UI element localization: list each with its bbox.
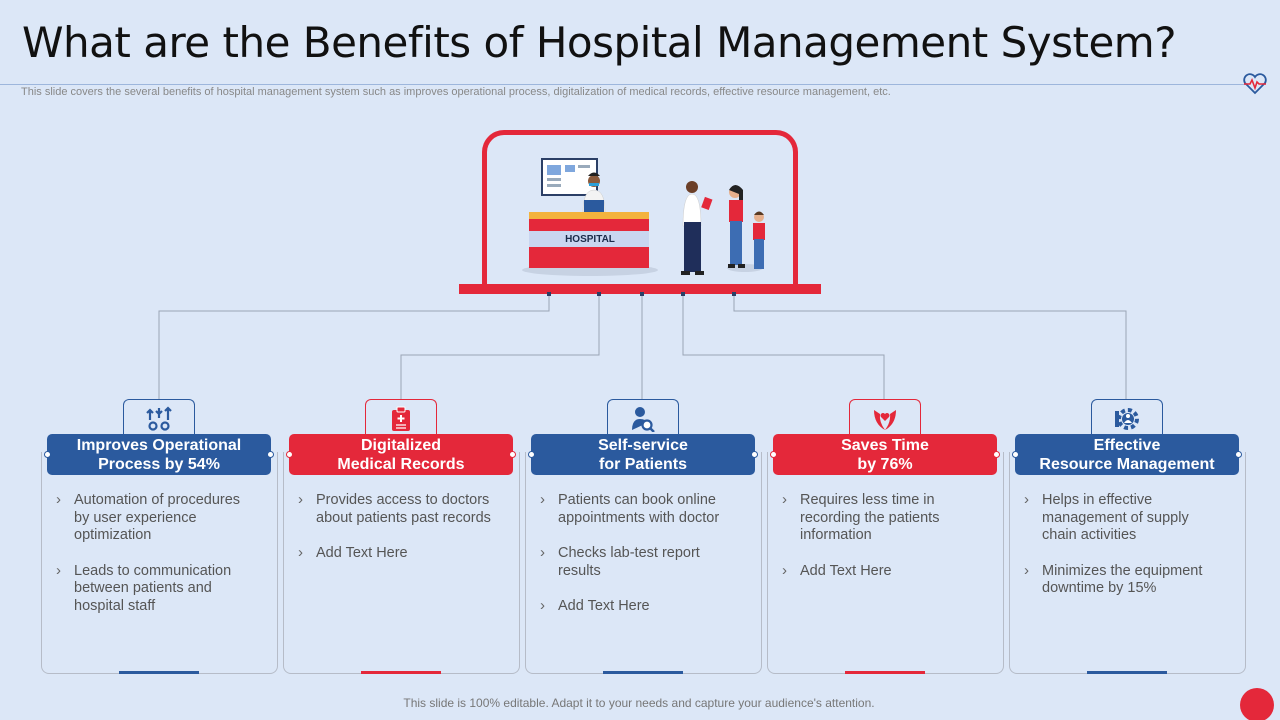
time-icon-box xyxy=(849,399,921,437)
page-title: What are the Benefits of Hospital Manage… xyxy=(22,18,1177,67)
header-line-2: Process by 54% xyxy=(98,455,220,473)
benefit-card-operational xyxy=(41,452,278,674)
person-gear-icon xyxy=(1115,407,1139,430)
connector-dot xyxy=(286,451,293,458)
list-item: Add Text Here xyxy=(781,562,981,581)
list-item: Patients can book online appointments wi… xyxy=(539,491,739,527)
header-line-1: Digitalized xyxy=(360,436,441,454)
header-line-2: for Patients xyxy=(598,455,687,473)
connector-dot xyxy=(44,451,51,458)
operational-icon-box xyxy=(123,399,195,437)
list-item: Minimizes the equipment downtime by 15% xyxy=(1023,562,1223,598)
header-line-1: Improves Operational xyxy=(76,436,242,454)
doctor-search-icon xyxy=(632,406,655,432)
benefit-header-resource: Effective Resource Management xyxy=(1015,434,1239,475)
list-item: Automation of procedures by user experie… xyxy=(55,491,255,545)
header-line-1: Saves Time xyxy=(841,436,929,454)
connector-dot xyxy=(509,451,516,458)
corner-decoration xyxy=(1240,688,1274,720)
connector-dot xyxy=(1235,451,1242,458)
connector-dot xyxy=(267,451,274,458)
benefit-header-time: Saves Time by 76% xyxy=(773,434,997,475)
monitor-base xyxy=(459,284,821,294)
header-line-2: Medical Records xyxy=(337,455,465,473)
medical-clipboard-icon xyxy=(392,406,410,431)
connector-dot xyxy=(751,451,758,458)
benefit-header-operational: Improves Operational Process by 54% xyxy=(47,434,271,475)
benefit-card-self-service xyxy=(525,452,762,674)
list-item: Add Text Here xyxy=(539,597,739,616)
resource-icon-box xyxy=(1091,399,1163,437)
list-item: Helps in effective management of supply … xyxy=(1023,491,1223,545)
hands-heart-icon xyxy=(874,409,896,430)
list-item: Requires less time in recording the pati… xyxy=(781,491,981,545)
benefit-bullets-operational: Automation of procedures by user experie… xyxy=(55,491,255,633)
card-accent-bar xyxy=(603,671,683,674)
header-line-2: Resource Management xyxy=(1039,455,1215,473)
connector-dot xyxy=(993,451,1000,458)
card-accent-bar xyxy=(119,671,199,674)
benefit-header-records: Digitalized Medical Records xyxy=(289,434,513,475)
benefit-bullets-records: Provides access to doctors about patient… xyxy=(297,491,497,581)
heartbeat-icon xyxy=(1243,73,1267,95)
card-accent-bar xyxy=(1087,671,1167,674)
header-line-1: Self-service xyxy=(598,436,688,454)
card-accent-bar xyxy=(845,671,925,674)
slide-subtitle: This slide covers the several benefits o… xyxy=(21,86,891,98)
list-item: Provides access to doctors about patient… xyxy=(297,491,497,527)
list-item: Leads to communication between patients … xyxy=(55,562,255,616)
benefit-bullets-time: Requires less time in recording the pati… xyxy=(781,491,981,598)
arrows-gears-icon xyxy=(146,405,172,431)
card-accent-bar xyxy=(361,671,441,674)
benefit-card-time xyxy=(767,452,1004,674)
connector-dot xyxy=(1012,451,1019,458)
self-service-icon-box xyxy=(607,399,679,437)
benefit-bullets-resource: Helps in effective management of supply … xyxy=(1023,491,1223,616)
records-icon-box xyxy=(365,399,437,437)
connector-dot xyxy=(770,451,777,458)
list-item: Checks lab-test report results xyxy=(539,544,739,580)
header-line-1: Effective xyxy=(1093,436,1161,454)
list-item: Add Text Here xyxy=(297,544,497,563)
benefit-card-resource xyxy=(1009,452,1246,674)
benefit-header-self-service: Self-service for Patients xyxy=(531,434,755,475)
benefit-card-records xyxy=(283,452,520,674)
header-line-2: by 76% xyxy=(857,455,913,473)
monitor-frame xyxy=(482,130,798,294)
footer-note: This slide is 100% editable. Adapt it to… xyxy=(403,696,875,710)
benefit-bullets-self-service: Patients can book online appointments wi… xyxy=(539,491,739,634)
connector-dot xyxy=(528,451,535,458)
title-divider xyxy=(0,84,1246,85)
